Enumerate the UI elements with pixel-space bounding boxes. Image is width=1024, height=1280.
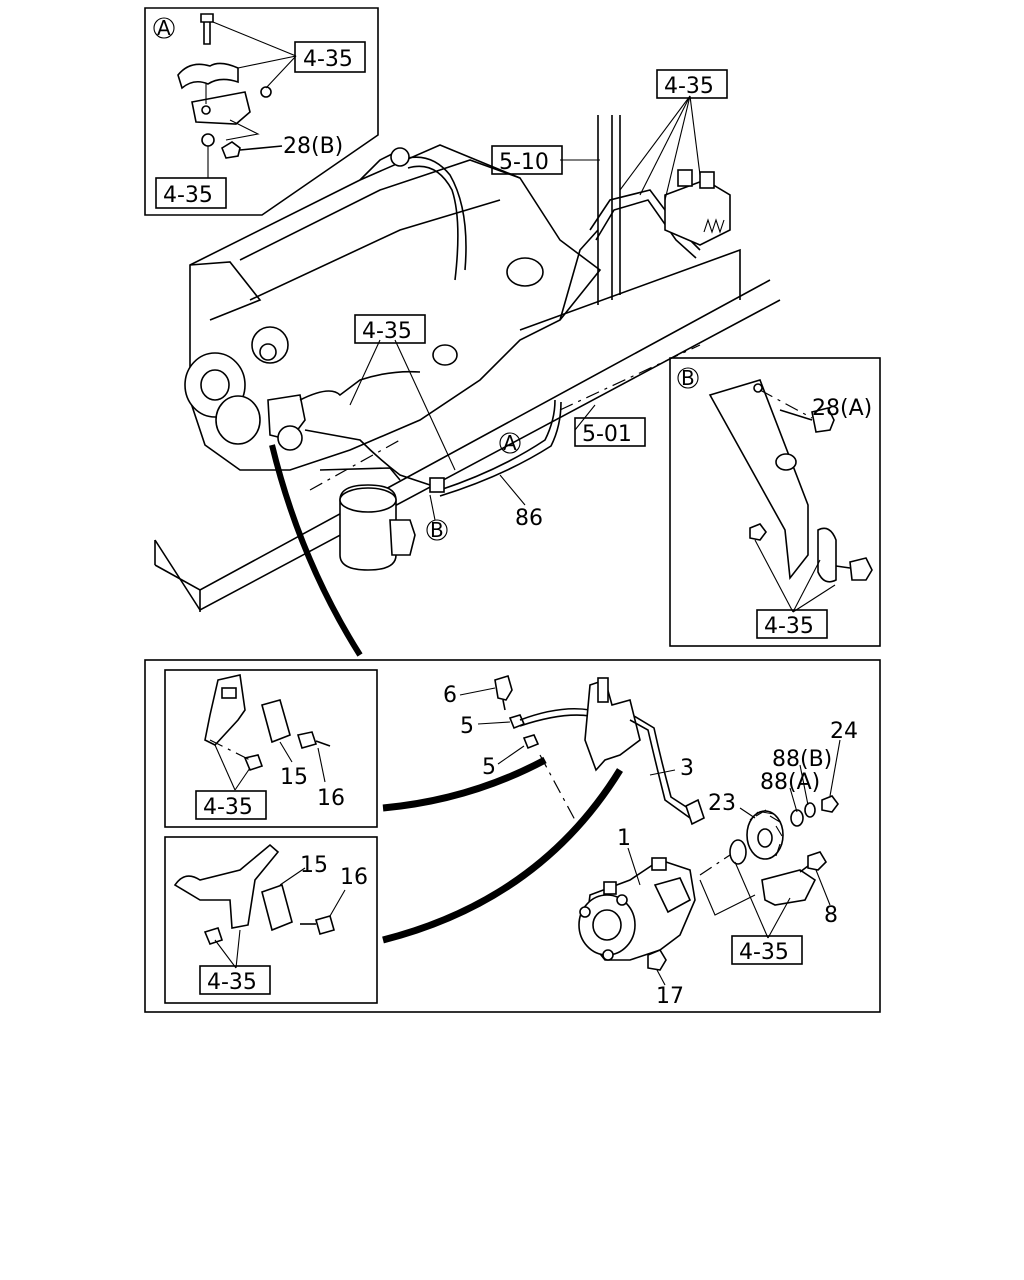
bracket-inset-1: 4-35 15 16 <box>164 669 378 828</box>
ref-4-35-a2: 4-35 <box>163 183 213 208</box>
callout-3: 3 <box>680 756 694 781</box>
ref-4-35-inset2: 4-35 <box>207 970 257 995</box>
callout-5-a: 5 <box>460 714 474 739</box>
callout-23: 23 <box>708 791 736 816</box>
detail-a-tag: A <box>157 16 171 40</box>
power-steering-pump <box>578 857 696 961</box>
lower-panel: 4-35 15 16 4-35 15 16 <box>144 659 881 1013</box>
detail-a-inset: A 4-35 4-35 28(B) <box>144 7 379 216</box>
callout-28b: 28(B) <box>283 134 343 159</box>
drive-gear <box>746 809 784 860</box>
callout-17: 17 <box>656 984 684 1009</box>
callout-15-b: 15 <box>300 853 328 878</box>
ref-4-35-engine: 4-35 <box>362 319 412 344</box>
pump-exploded: 4-35 <box>459 674 841 986</box>
detail-a-marker: A <box>503 431 517 455</box>
callout-28a: 28(A) <box>812 396 872 421</box>
callout-5-b: 5 <box>482 755 496 780</box>
ref-4-35-pump: 4-35 <box>739 940 789 965</box>
bracket-inset-2: 4-35 15 16 <box>164 836 378 1004</box>
callout-24: 24 <box>830 719 858 744</box>
ref-4-35-a1: 4-35 <box>303 47 353 72</box>
callout-1: 1 <box>617 826 631 851</box>
ref-4-35-b: 4-35 <box>764 614 814 639</box>
ref-4-35-inset1: 4-35 <box>203 795 253 820</box>
detail-b-tag: B <box>681 366 695 390</box>
ref-5-10: 5-10 <box>499 150 549 175</box>
callout-16-a: 16 <box>317 786 345 811</box>
callout-15-a: 15 <box>280 765 308 790</box>
callout-88a: 88(A) <box>760 770 820 795</box>
callout-6: 6 <box>443 683 457 708</box>
callout-16-b: 16 <box>340 865 368 890</box>
callout-8: 8 <box>824 903 838 928</box>
callout-88b: 88(B) <box>772 747 832 772</box>
detail-b-inset: B 4-35 28(A) <box>669 357 881 647</box>
ref-5-01: 5-01 <box>582 422 632 447</box>
detail-b-marker: B <box>430 518 444 542</box>
engine-assembly: A B 4-35 5-10 4-35 5-01 86 <box>154 69 781 657</box>
callout-86: 86 <box>515 506 543 531</box>
ref-4-35-valve: 4-35 <box>664 74 714 99</box>
